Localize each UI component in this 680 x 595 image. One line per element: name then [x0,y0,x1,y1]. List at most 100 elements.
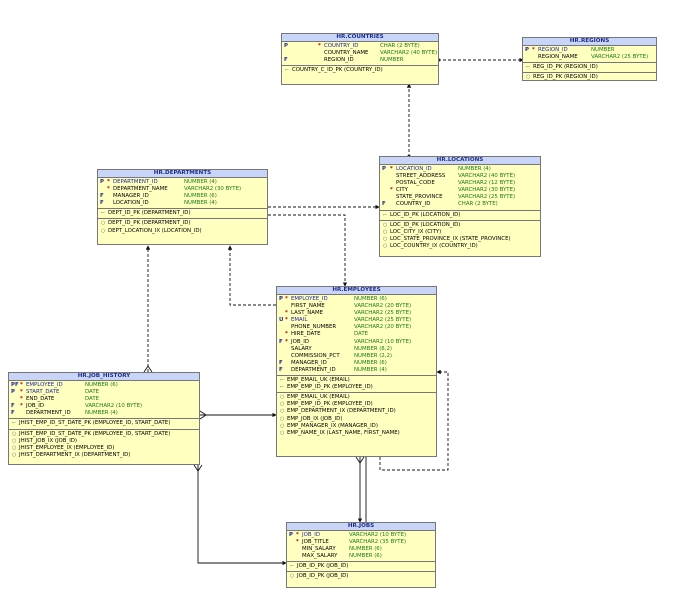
index-row[interactable]: ○EMP_DEPARTMENT_IX (DEPARTMENT_ID) [277,408,436,415]
key-label: DEPT_ID_PK (DEPARTMENT_ID) [108,210,191,217]
key-row[interactable]: ⌐REG_ID_PK (REGION_ID) [523,64,656,71]
index-row[interactable]: ○DEPT_ID_PK (DEPARTMENT_ID) [98,220,267,227]
index-label: JHIST_JOB_IX (JOB_ID) [19,437,78,444]
key-marker: F [100,200,104,207]
index-label: EMP_DEPARTMENT_IX (DEPARTMENT_ID) [287,408,396,415]
column-name: CITY [396,187,408,194]
key-row[interactable]: ⌐COUNTRY_C_ID_PK (COUNTRY_ID) [282,67,438,74]
index-row[interactable]: ○JHIST_EMPLOYEE_IX (EMPLOYEE_ID) [9,445,199,452]
index-row[interactable]: ○JHIST_JOB_IX (JOB_ID) [9,438,199,445]
rel-jobhistory-jobs [197,465,287,566]
index-row[interactable]: ○REG_ID_PK (REGION_ID) [523,74,656,81]
table-title: HR.COUNTRIES [282,34,438,42]
key-row[interactable]: ⌐JOB_ID_PK (JOB_ID) [287,563,435,570]
column-type: DATE [354,331,369,338]
index-row[interactable]: ○EMP_EMP_ID_PK (EMPLOYEE_ID) [277,401,436,408]
column-type: NUMBER [591,47,615,53]
key-row[interactable]: ⌐JHIST_EMP_ID_ST_DATE_PK (EMPLOYEE_ID, S… [9,420,199,427]
index-row[interactable]: ○JHIST_DEPARTMENT_IX (DEPARTMENT_ID) [9,452,199,459]
index-icon: ○ [12,451,17,458]
index-row[interactable]: ○LOC_CITY_IX (CITY) [380,229,540,236]
index-row[interactable]: ○DEPT_LOCATION_IX (LOCATION_ID) [98,228,267,235]
column-type: VARCHAR2 (10 BYTE) [354,338,412,345]
index-row[interactable]: ○EMP_EMAIL_UK (EMAIL) [277,394,436,401]
key-marker: F [279,338,283,345]
index-row[interactable]: ○EMP_NAME_IX (LAST_NAME, FIRST_NAME) [277,430,436,437]
index-row[interactable]: ○LOC_STATE_PROVINCE_IX (STATE_PROVINCE) [380,236,540,243]
index-label: EMP_EMAIL_UK (EMAIL) [287,394,350,401]
key-icon: ⌐ [383,211,388,218]
indexes-section: ○REG_ID_PK (REGION_ID) [523,72,656,82]
index-icon: ○ [383,221,388,228]
column-type: NUMBER (4) [354,366,387,373]
required-marker: * [20,382,23,388]
required-marker: * [20,389,23,396]
key-marker: P [382,166,386,172]
index-row[interactable]: ○EMP_MANAGER_IX (MANAGER_ID) [277,423,436,430]
key-row[interactable]: ⌐EMP_EMAIL_UK (EMAIL) [277,377,436,384]
key-row[interactable]: ⌐LOC_ID_PK (LOCATION_ID) [380,212,540,219]
column-name: MANAGER_ID [291,359,327,366]
key-row[interactable]: ⌐EMP_EMP_ID_PK (EMPLOYEE_ID) [277,384,436,391]
column-type: VARCHAR2 (25 BYTE) [458,194,516,201]
index-row[interactable]: ○LOC_ID_PK (LOCATION_ID) [380,222,540,229]
index-icon: ○ [280,429,285,436]
required-marker: * [318,43,321,49]
key-icon: ⌐ [285,67,290,74]
index-row[interactable]: ○LOC_COUNTRY_IX (COUNTRY_ID) [380,243,540,250]
column-type: NUMBER (6) [354,359,387,366]
key-row[interactable]: ⌐DEPT_ID_PK (DEPARTMENT_ID) [98,210,267,217]
index-row[interactable]: ○EMP_JOB_IX (JOB_ID) [277,416,436,423]
table-title: HR.EMPLOYEES [277,287,436,295]
column-name: POSTAL_CODE [396,180,435,187]
required-marker: * [107,179,110,185]
column-type: NUMBER (6) [349,546,382,553]
index-row[interactable]: ○JOB_ID_PK (JOB_ID) [287,573,435,580]
index-row[interactable]: ○JHIST_EMP_ID_ST_DATE_PK (EMPLOYEE_ID, S… [9,431,199,438]
